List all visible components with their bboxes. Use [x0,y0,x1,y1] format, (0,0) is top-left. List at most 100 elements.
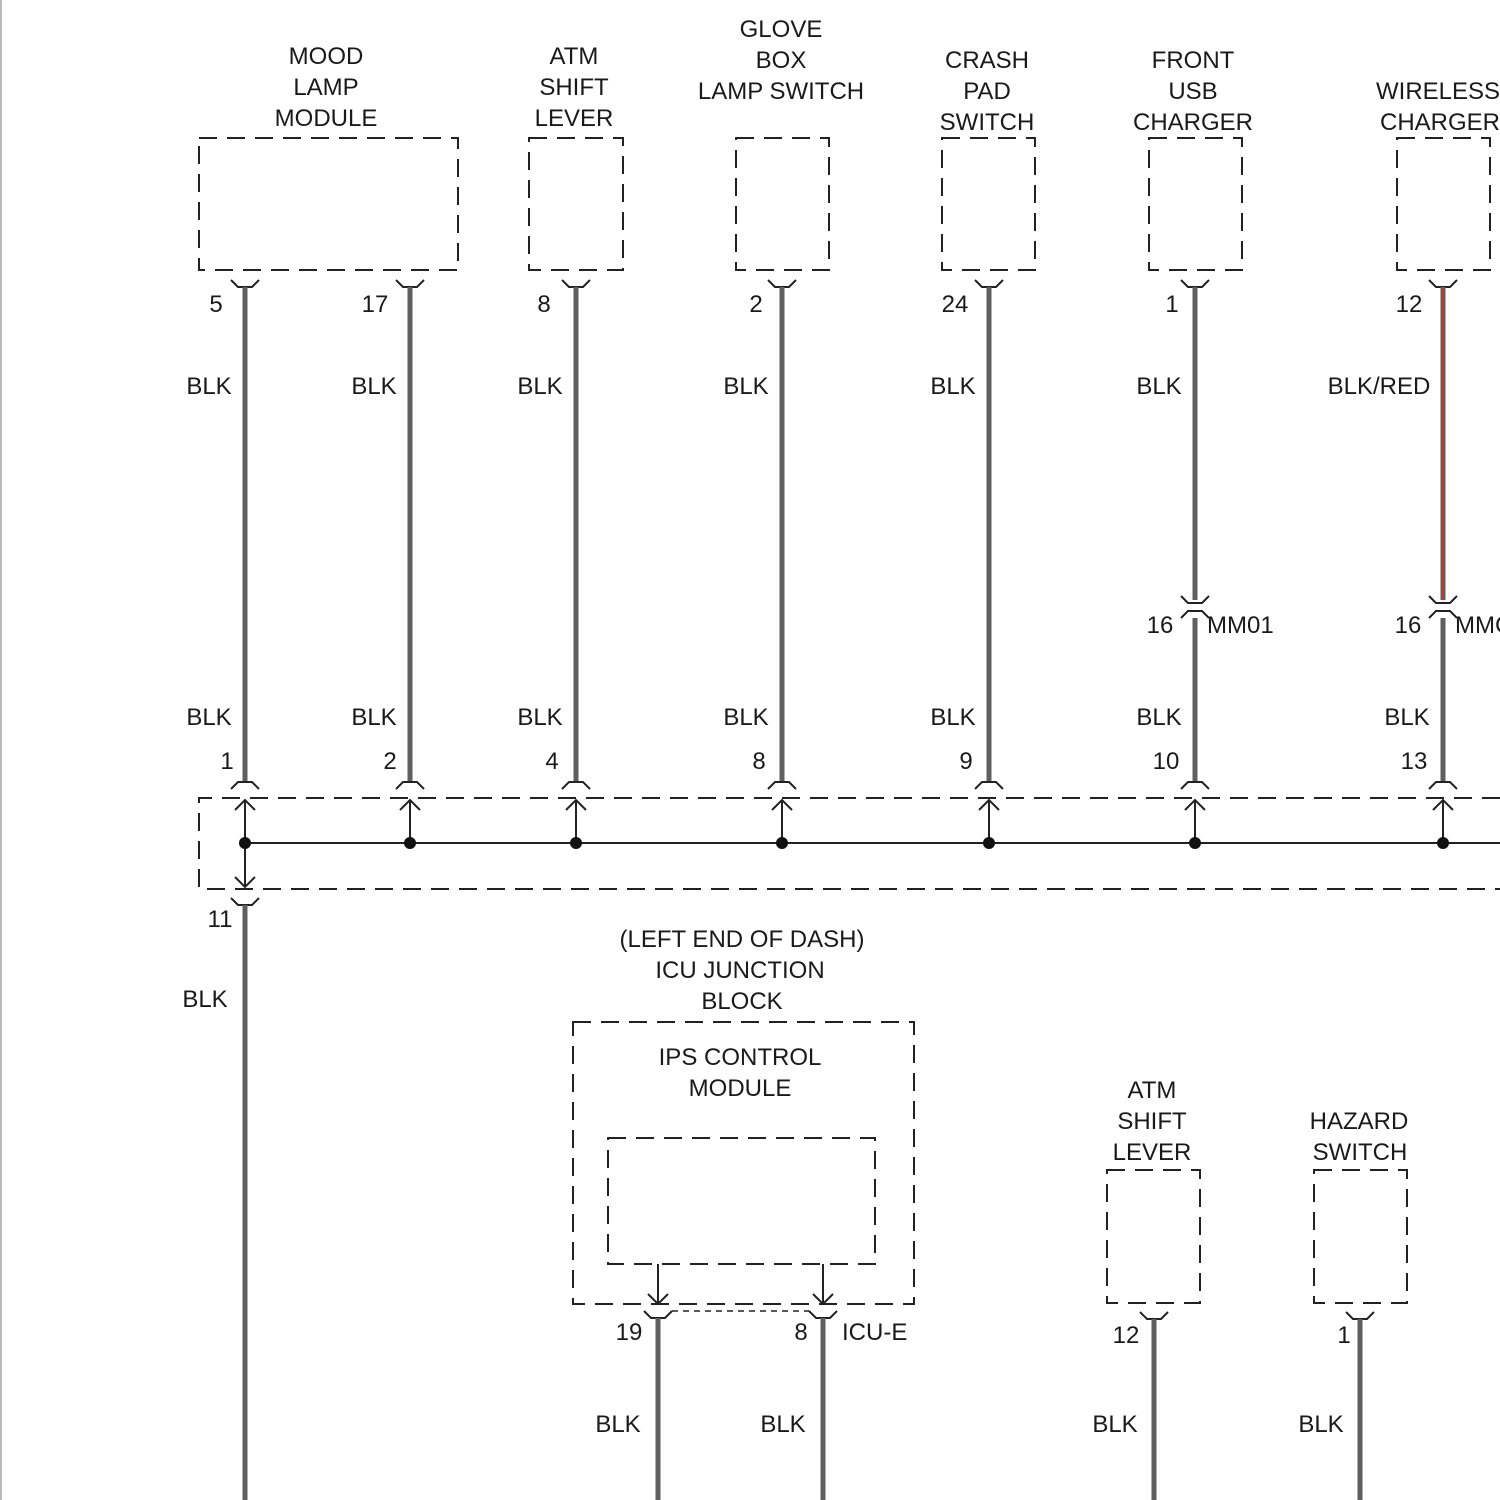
component-box [1397,138,1490,270]
wire-color-label: BLK [517,373,562,400]
connector-symbol [562,782,590,789]
connector-symbol [975,782,1003,789]
component-title: CHARGER [1133,109,1253,136]
junction-dot [570,837,582,849]
component-box [1107,1170,1200,1303]
junction-dot [239,837,251,849]
pin-number: 12 [1396,291,1423,318]
mood-lamp-module: MOOD LAMP MODULE 5 17 [199,43,458,318]
pin-number: 1 [1165,291,1178,318]
wire-color-label: BLK [182,986,227,1013]
splice-pin-numbers: 1 2 4 8 9 10 13 [220,748,1427,775]
component-box [736,138,829,270]
connector-symbol [1181,611,1209,618]
wire-color-label: BLK [760,1411,805,1438]
component-title: SHIFT [1117,1108,1187,1135]
connector-symbol [809,1311,837,1318]
front-usb-charger: FRONT USB CHARGER 1 [1133,47,1253,318]
crash-pad-switch: CRASH PAD SWITCH 24 [940,47,1035,318]
component-title: LEVER [1113,1139,1192,1166]
component-title: LEVER [535,105,614,132]
pin-number: 5 [209,291,222,318]
arrow [648,1264,668,1304]
connector-symbol [1429,280,1457,287]
component-title: SHIFT [539,74,609,101]
arrow [400,800,420,843]
component-title: MOOD [289,43,364,70]
wire-color-label: BLK [1136,704,1181,731]
component-title: ATM [1128,1077,1177,1104]
component-title: MODULE [275,105,378,132]
wire-color-label: BLK [930,373,975,400]
connector-symbol [1429,611,1457,618]
connector-symbol [396,782,424,789]
wire-color-label: BLK/RED [1328,373,1431,400]
component-box [942,138,1035,270]
pin-number: 8 [537,291,550,318]
connector-symbol [396,280,424,287]
pin-number: 9 [959,748,972,775]
wire-color-label: BLK [186,373,231,400]
pin-number: 16 [1395,612,1422,639]
pin-number: 17 [362,291,389,318]
connector-symbol [1140,1312,1168,1319]
lower-wire-labels: BLK BLK BLK BLK BLK BLK BLK [186,704,1429,731]
component-title: LAMP SWITCH [698,78,864,105]
wireless-charger: WIRELESS CHARGER 12 [1376,78,1500,318]
wire-color-label: BLK [1136,373,1181,400]
pin-number: 2 [749,291,762,318]
component-title: PAD [963,78,1011,105]
connector-symbol [1429,782,1457,789]
connector-symbol [231,782,259,789]
component-title: GLOVE [740,16,823,43]
junction-dot [404,837,416,849]
glove-box-lamp-switch: GLOVE BOX LAMP SWITCH 2 [698,16,864,318]
component-title: ICU JUNCTION [655,957,824,984]
connector-name: MM01 [1207,612,1274,639]
arrow [235,800,255,843]
wire-color-label: BLK [351,373,396,400]
icu-junction-block: (LEFT END OF DASH) ICU JUNCTION BLOCK IP… [573,926,914,1500]
pin-number: 8 [752,748,765,775]
arrow [979,800,999,843]
wire-color-label: BLK [186,704,231,731]
connector-symbol [562,280,590,287]
connector-name: MMC [1455,612,1500,639]
component-title: CHARGER [1380,109,1500,136]
component-box [199,138,458,270]
wire-color-label: BLK [1092,1411,1137,1438]
wire-color-label: BLK [517,704,562,731]
pin-number: 1 [1337,1322,1350,1349]
location-note: (LEFT END OF DASH) [620,926,865,953]
pin-number: 4 [545,748,558,775]
pin-number: 24 [942,291,969,318]
pin-number: 10 [1153,748,1180,775]
inline-connector-usb: 16 MM01 [1147,596,1274,639]
pin-number: 11 [208,906,233,933]
arrow [235,843,255,887]
arrow [566,800,586,843]
connector-symbol [768,280,796,287]
connector-symbol [768,782,796,789]
ips-module-box [608,1138,875,1264]
hazard-switch: HAZARD SWITCH 1 BLK [1298,1108,1408,1500]
wire-color-label: BLK [723,373,768,400]
wire-color-label: BLK [1384,704,1429,731]
wire-color-label: BLK [930,704,975,731]
component-title: WIRELESS [1376,78,1500,105]
connector-symbol [1181,280,1209,287]
pin-number: 12 [1113,1322,1140,1349]
arrow [772,800,792,843]
junction-dot [1189,837,1201,849]
component-title: SWITCH [1313,1139,1408,1166]
component-title: FRONT [1152,47,1235,74]
arrow [813,1264,833,1304]
component-box [529,138,623,270]
pin-number: 19 [616,1319,643,1346]
atm-shift-lever-bottom: ATM SHIFT LEVER 12 BLK [1092,1077,1200,1500]
component-title: SWITCH [940,109,1035,136]
component-box [1149,138,1242,270]
upper-wires [245,287,1443,782]
pin-number: 1 [220,748,233,775]
